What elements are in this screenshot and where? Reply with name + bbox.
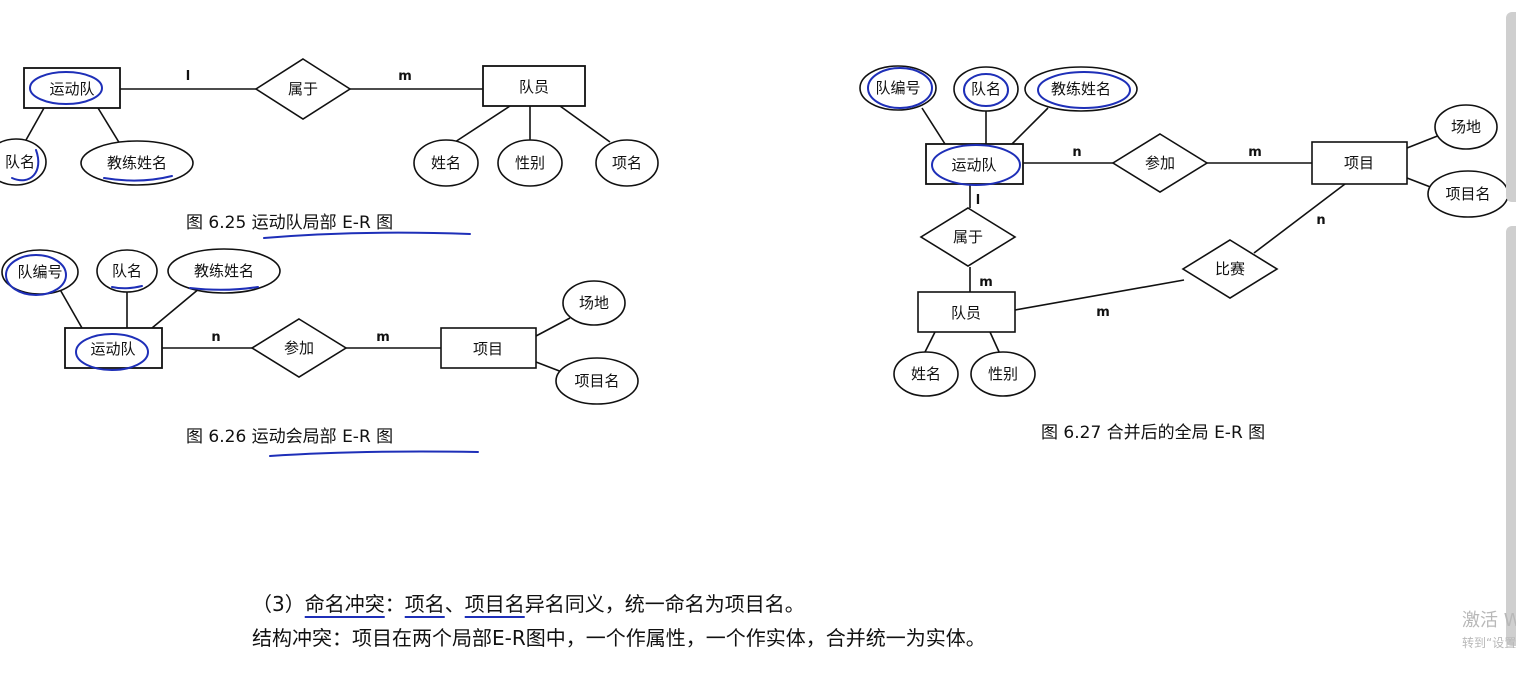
fig627-attr-team-name-label: 队名: [971, 80, 1001, 98]
para1-separator: 、: [444, 592, 465, 616]
fig627-cardinality-project-compete: n: [1316, 213, 1325, 228]
fig627-entity-project: [1311, 141, 1408, 185]
fig625-attr-team-name-label: 队名: [5, 153, 35, 171]
fig627-attr-name: [893, 351, 959, 397]
activation-watermark-title: 激活 Windows: [1462, 610, 1516, 631]
fig627-attr-venue-label: 场地: [1451, 118, 1481, 136]
fig627-cardinality-team-participate: n: [1072, 145, 1081, 160]
fig625-entity-member-label: 队员: [519, 78, 549, 96]
side-scroll-tab-top[interactable]: [1506, 12, 1516, 202]
fig627-cardinality-member-compete: m: [1096, 305, 1110, 320]
fig626-attr-coach-label: 教练姓名: [194, 262, 254, 280]
fig625-ink-circle-team: [29, 71, 103, 105]
fig625-cardinality-left: l: [186, 69, 190, 84]
fig626-ink-underline-coach: [189, 286, 259, 291]
fig625-relation-belongs: [254, 58, 352, 120]
para1-prefix: （3）: [252, 592, 305, 616]
fig627-attr-venue: [1434, 104, 1498, 150]
fig625-ink-underline-caption: [263, 231, 471, 239]
fig627-ink-circle-team-name: [963, 73, 1009, 107]
fig626-caption: 图 6.26 运动会局部 E-R 图: [186, 427, 393, 447]
fig627-attr-gender-label: 性别: [988, 365, 1018, 383]
para2-prefix: 结构冲突：项目在两个局部: [252, 626, 492, 650]
fig626-ink-circle-team-no: [5, 254, 67, 296]
fig626-attr-venue: [562, 280, 626, 326]
fig626-cardinality-left: n: [211, 330, 220, 345]
fig626-attr-project-name: [555, 357, 639, 405]
paragraph-structure-conflict: 结构冲突：项目在两个局部E-R图中，一个作属性，一个作实体，合并统一为实体。: [252, 622, 986, 651]
fig626-entity-project-label: 项目: [473, 340, 503, 358]
fig625-cardinality-right: m: [398, 69, 412, 84]
fig625-ink-underline-coach: [103, 175, 173, 182]
activation-watermark-hint: 转到“设置”以激活 Windows。: [1462, 636, 1516, 650]
fig626-attr-venue-label: 场地: [579, 294, 609, 312]
fig627-entity-project-label: 项目: [1344, 154, 1374, 172]
para1-term-project-name: 项目名: [464, 592, 525, 616]
fig625-attr-item-name-label: 项名: [612, 154, 642, 172]
para1-title: 命名冲突: [304, 592, 385, 616]
fig627-ink-circle-team-no: [867, 67, 933, 109]
fig626-entity-team-label: 运动队: [90, 340, 135, 358]
fig625-entity-member: [482, 65, 586, 107]
fig627-relation-compete-label: 比赛: [1215, 260, 1245, 278]
fig627-attr-coach: [1024, 66, 1138, 112]
fig627-attr-team-no: [859, 65, 937, 111]
fig625-attr-item-name: [595, 139, 659, 187]
fig626-ink-underline-team-name: [111, 285, 143, 290]
fig627-cardinality-belongs-member: m: [979, 275, 993, 290]
para1-rest: 异名同义，统一命名为项目名。: [524, 592, 805, 616]
fig627-attr-team-no-label: 队编号: [875, 79, 920, 97]
fig627-cardinality-participate-project: m: [1248, 145, 1262, 160]
fig625-attr-name-label: 姓名: [431, 154, 461, 172]
fig627-cardinality-team-belongs: l: [976, 193, 980, 208]
fig625-relation-belongs-label: 属于: [288, 80, 318, 98]
fig627-entity-member-label: 队员: [951, 304, 981, 322]
fig625-entity-team-label: 运动队: [49, 80, 94, 98]
para2-rest: 图中，一个作属性，一个作实体，合并统一为实体。: [525, 626, 986, 650]
fig625-attr-gender-label: 性别: [515, 154, 545, 172]
fig627-relation-participate-label: 参加: [1145, 154, 1175, 172]
fig627-entity-team-label: 运动队: [951, 156, 996, 174]
fig625-attr-coach: [80, 140, 194, 186]
fig626-ink-underline-caption: [269, 450, 479, 457]
fig626-ink-circle-team: [75, 333, 149, 371]
fig626-attr-team-no-label: 队编号: [17, 263, 62, 281]
fig625-ink-circle-team-name: [11, 149, 40, 182]
fig626-attr-project-name-label: 项目名: [574, 372, 619, 390]
side-scroll-tab-bottom[interactable]: [1506, 226, 1516, 646]
fig627-attr-project-name-label: 项目名: [1445, 185, 1490, 203]
fig626-attr-coach: [167, 248, 281, 294]
fig626-cardinality-right: m: [376, 330, 390, 345]
para1-colon: ：: [384, 592, 405, 616]
fig627-relation-compete: [1181, 239, 1279, 299]
fig627-entity-member: [917, 291, 1016, 333]
fig626-entity-project: [440, 327, 537, 369]
fig627-attr-name-label: 姓名: [911, 365, 941, 383]
fig625-entity-team: [23, 67, 121, 109]
fig625-attr-gender: [497, 139, 563, 187]
fig626-relation-participate-label: 参加: [284, 339, 314, 357]
fig627-ink-circle-coach: [1037, 71, 1131, 109]
figure-6-25: 运动队 属于 队员 队名 教练姓名 姓名 性别 项名 l m 图 6.25 运动…: [0, 58, 659, 239]
fig626-relation-participate: [250, 318, 348, 378]
figure-6-27: 队编号 队名 教练姓名 运动队 参加 项目 场地 项目名 属于 队员 比赛 姓名…: [859, 65, 1509, 443]
fig627-relation-belongs: [919, 207, 1017, 267]
fig625-attr-coach-label: 教练姓名: [107, 154, 167, 172]
fig627-relation-participate: [1111, 133, 1209, 193]
fig627-attr-gender: [970, 351, 1036, 397]
para2-er: E-R: [492, 626, 526, 650]
paragraph-naming-conflict: （3）命名冲突：项名、项目名异名同义，统一命名为项目名。: [252, 588, 805, 617]
fig626-attr-team-name: [96, 249, 158, 293]
fig627-ink-circle-team: [931, 144, 1021, 186]
fig627-caption: 图 6.27 合并后的全局 E-R 图: [1041, 423, 1265, 443]
fig626-attr-team-name-label: 队名: [112, 262, 142, 280]
fig627-relation-belongs-label: 属于: [953, 228, 983, 246]
fig625-attr-name: [413, 139, 479, 187]
para1-term-item-name: 项名: [404, 592, 445, 616]
fig625-caption: 图 6.25 运动队局部 E-R 图: [186, 213, 393, 233]
fig627-attr-coach-label: 教练姓名: [1051, 80, 1111, 98]
figure-6-26: 队编号 队名 教练姓名 运动队 参加 项目 场地 项目名 n m 图 6.26 …: [1, 248, 639, 457]
